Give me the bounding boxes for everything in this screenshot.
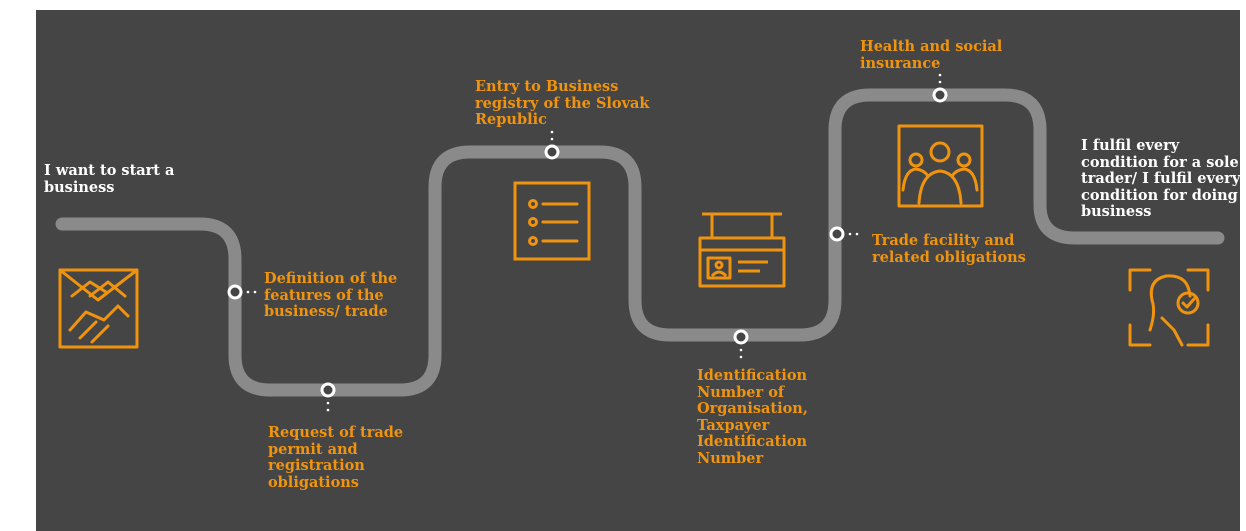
start-label: I want to start a business bbox=[44, 162, 175, 196]
step-marker-identification bbox=[733, 329, 749, 359]
step-label-insurance: Health and social insurance bbox=[860, 38, 1003, 72]
step-label-definition: Definition of the features of the busine… bbox=[264, 270, 398, 320]
people-icon bbox=[897, 124, 984, 208]
step-label-identification: Identification Number of Organisation, T… bbox=[697, 367, 808, 467]
id-card-icon bbox=[698, 212, 786, 288]
checklist-icon bbox=[513, 181, 591, 261]
handshake-icon bbox=[58, 268, 139, 349]
step-marker-request bbox=[320, 382, 336, 412]
step-marker-trade-facility bbox=[829, 226, 859, 242]
step-label-trade-facility: Trade facility and related obligations bbox=[872, 232, 1026, 266]
step-marker-insurance bbox=[932, 73, 948, 103]
step-label-request: Request of trade permit and registration… bbox=[268, 424, 404, 491]
face-scan-check-icon bbox=[1128, 268, 1210, 347]
end-label: I fulfil every condition for a sole trad… bbox=[1081, 137, 1241, 220]
step-marker-definition bbox=[227, 284, 257, 300]
step-marker-entry bbox=[544, 130, 560, 160]
step-label-entry: Entry to Business registry of the Slovak… bbox=[475, 78, 650, 128]
road-path bbox=[55, 88, 1225, 397]
